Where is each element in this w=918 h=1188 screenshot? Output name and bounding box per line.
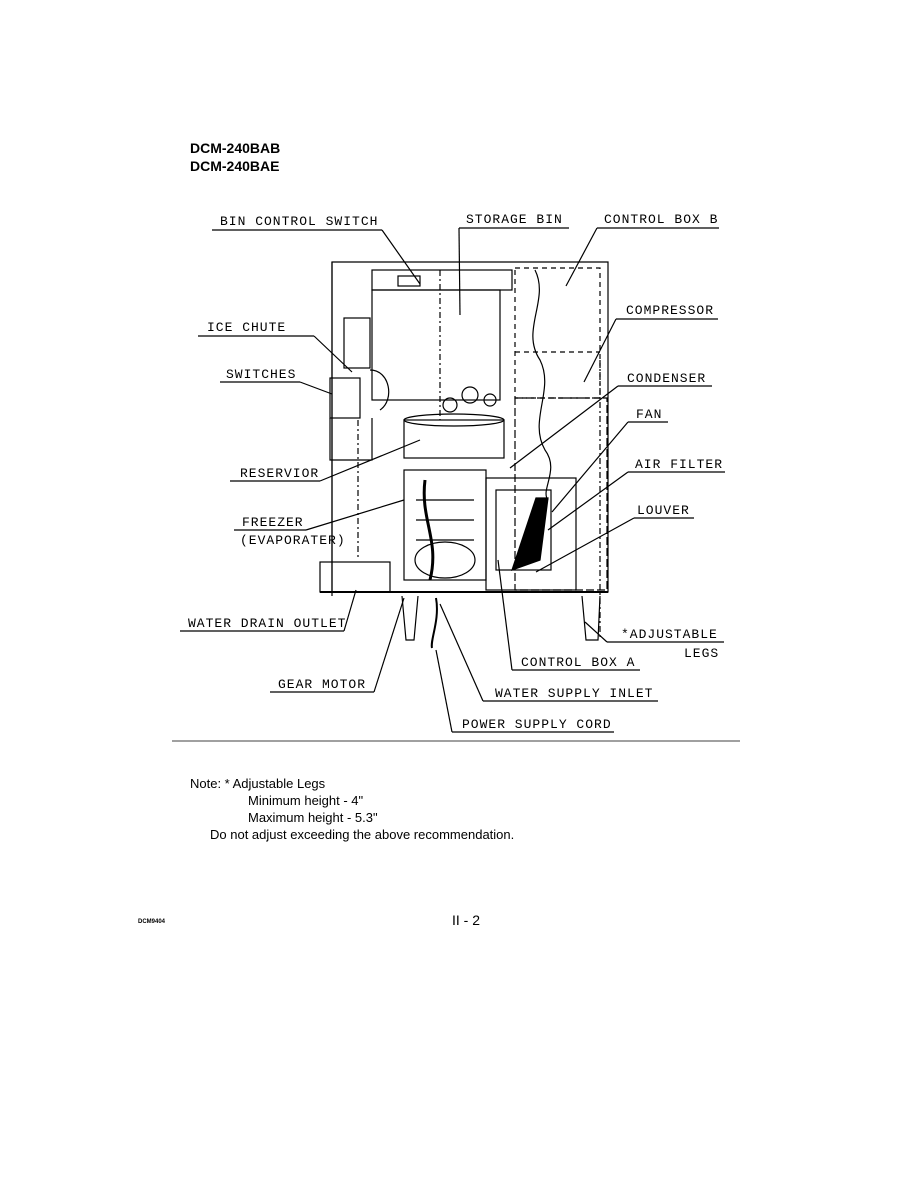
label-fan: FAN	[636, 407, 662, 422]
label-louver: LOUVER	[637, 503, 690, 518]
compressor-shape	[514, 267, 601, 399]
label-power-supply-cord: POWER SUPPLY CORD	[462, 717, 612, 732]
reservoir-shape	[403, 419, 505, 459]
label-air-filter: AIR FILTER	[635, 457, 723, 472]
label-adjustable: *ADJUSTABLE	[621, 627, 718, 642]
model-number-2: DCM-240BAE	[190, 158, 280, 174]
label-switches: SWITCHES	[226, 367, 296, 382]
label-control-box-a: CONTROL BOX A	[521, 655, 635, 670]
note-line-1: Note: * Adjustable Legs	[190, 776, 326, 791]
label-evaporater: (EVAPORATER)	[240, 533, 346, 548]
label-legs: LEGS	[684, 646, 719, 661]
label-water-drain-outlet: WATER DRAIN OUTLET	[188, 616, 346, 631]
label-water-supply-inlet: WATER SUPPLY INLET	[495, 686, 653, 701]
freezer-shape	[403, 469, 487, 581]
label-storage-bin: STORAGE BIN	[466, 212, 563, 227]
label-reservior: RESERVIOR	[240, 466, 319, 481]
model-number-1: DCM-240BAB	[190, 140, 281, 156]
label-control-box-b: CONTROL BOX B	[604, 212, 718, 227]
label-gear-motor: GEAR MOTOR	[278, 677, 366, 692]
storage-bin-shape	[371, 289, 501, 401]
label-ice-chute: ICE CHUTE	[207, 320, 286, 335]
control-box-a-shape	[485, 477, 577, 591]
doc-code: DCM9404	[138, 919, 166, 925]
note-line-4: Do not adjust exceeding the above recomm…	[210, 827, 515, 842]
note-line-2: Minimum height - 4"	[248, 793, 364, 808]
page-number: II - 2	[452, 912, 481, 928]
cabinet-outline	[331, 261, 609, 593]
label-freezer: FREEZER	[242, 515, 304, 530]
label-compressor: COMPRESSOR	[626, 303, 714, 318]
louver-shape	[511, 497, 549, 571]
label-bin-control-switch: BIN CONTROL SWITCH	[220, 214, 378, 229]
note-line-3: Maximum height - 5.3"	[248, 810, 378, 825]
label-condenser: CONDENSER	[627, 371, 706, 386]
